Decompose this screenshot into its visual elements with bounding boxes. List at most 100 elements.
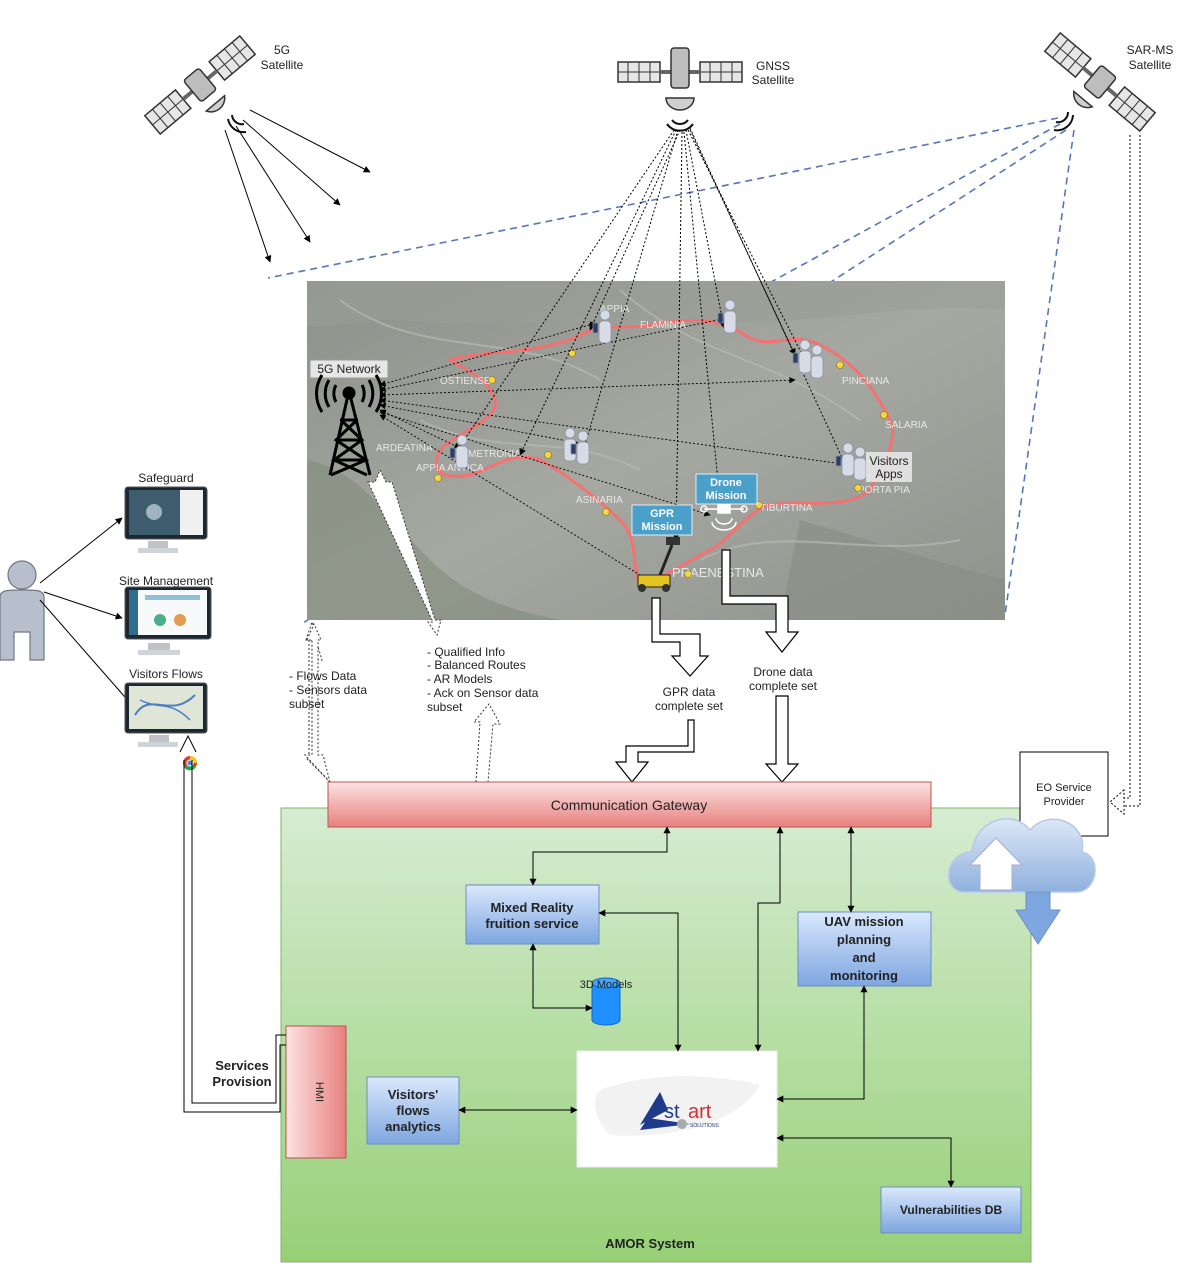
uav-line-2: planning (837, 932, 891, 947)
monitor-safeguard[interactable]: Safeguard (124, 471, 208, 553)
3d-models-label: 3D Models (580, 979, 633, 991)
place-appia-antica: APPIA ANTICA (416, 463, 484, 474)
mixed-reality-line-2: fruition service (485, 916, 578, 931)
place-tiburtina: TIBURTINA (760, 503, 813, 514)
drone-mission-box: Drone Mission (695, 473, 758, 505)
satellite-5g-icon (143, 34, 257, 136)
sar-eo-link (1109, 135, 1141, 816)
cloud-icon (948, 818, 1096, 945)
flow-up-left-line-3: subset (289, 697, 325, 711)
monitor-site-management-label: Site Management (119, 574, 214, 588)
services-provision-label: Services Provision (212, 1058, 271, 1089)
amor-system-title: AMOR System (605, 1236, 695, 1251)
satellite-sarms-icon (1043, 31, 1157, 133)
5g-network-label: 5G Network (317, 362, 381, 376)
logo-text-st: st (664, 1101, 680, 1123)
user-avatar-icon (0, 560, 45, 661)
gpr-data-arrow (614, 597, 710, 783)
visitor-figures-icon (449, 299, 867, 481)
gpr-robot-icon (637, 537, 680, 592)
eo-provider-line-2: Provider (1044, 796, 1085, 808)
uav-mission-planning[interactable]: UAV mission planning and monitoring (797, 911, 932, 987)
flow-down-left-line-5: subset (427, 700, 463, 714)
user-links (39, 517, 139, 713)
gpr-mission-box: GPR Mission (631, 504, 693, 536)
place-pinciana: PINCIANA (842, 376, 890, 387)
5g-links (379, 316, 851, 581)
mixed-reality-line-1: Mixed Reality (490, 900, 574, 915)
flow-down-left-line-4: - Ack on Sensor data (427, 686, 539, 700)
visitors-apps-label-1: Visitors (869, 454, 908, 468)
communication-gateway[interactable]: Communication Gateway (327, 781, 932, 828)
system-internal-links (458, 826, 955, 1188)
mixed-reality-service[interactable]: Mixed Reality fruition service (465, 884, 600, 945)
visitors-flows-analytics[interactable]: Visitors' flows analytics (366, 1076, 460, 1145)
monitor-site-management[interactable]: Site Management (119, 574, 214, 655)
5g-broadcast-arrows (224, 109, 371, 263)
flow-down-left-line-1: - Qualified Info (427, 645, 505, 659)
visitors-apps-label-2: Apps (875, 467, 902, 481)
flow-down-left-line-2: - Balanced Routes (427, 658, 526, 672)
satellite-sarms-label-1: SAR-MS (1127, 43, 1174, 57)
uav-line-1: UAV mission (824, 914, 903, 929)
vulnerabilities-label: Vulnerabilities DB (900, 1203, 1003, 1217)
flow-label-down-left: - Qualified Info - Balanced Routes - AR … (427, 645, 539, 714)
drone-data-line-2: complete set (749, 679, 818, 693)
gpr-mission-label-1: GPR (650, 508, 674, 520)
monitor-visitors-flows[interactable]: Visitors Flows (124, 667, 208, 747)
flow-up-left-line-2: - Sensors data (289, 683, 367, 697)
satellite-5g-label-1: 5G (274, 43, 290, 57)
drone-data-arrow (721, 549, 800, 783)
gpr-mission-label-2: Mission (642, 521, 683, 533)
uav-line-3: and (852, 950, 875, 965)
start-solutions-logo: st art SOLUTIONS (576, 1050, 778, 1168)
place-praenestina: PRAENESTINA (672, 565, 764, 580)
gpr-data-line-1: GPR data (663, 685, 716, 699)
drone-data-line-1: Drone data (753, 665, 813, 679)
hmi-block[interactable]: HMI (285, 1025, 347, 1159)
flow-down-left-line-3: - AR Models (427, 672, 492, 686)
place-salaria: SALARIA (885, 420, 928, 431)
browser-icon (183, 756, 197, 771)
vulnerabilities-db[interactable]: Vulnerabilities DB (880, 1186, 1022, 1234)
gpr-data-label: GPR data complete set (655, 685, 724, 713)
services-provision-line-1: Services (215, 1058, 269, 1073)
place-ardeatina: ARDEATINA (376, 443, 433, 454)
drone-icon (700, 504, 748, 531)
visitors-apps-label-box: Visitors Apps (866, 452, 912, 482)
uav-line-4: monitoring (830, 968, 898, 983)
flow-arrow-up-mid (367, 468, 501, 783)
5g-network-label-box: 5G Network (309, 359, 389, 379)
flow-label-up-left: - Flows Data - Sensors data subset (289, 669, 367, 711)
drone-data-label: Drone data complete set (749, 665, 818, 693)
place-asinaria: ASINARIA (576, 495, 623, 506)
services-provision-line-2: Provision (212, 1074, 271, 1089)
logo-text-art: art (688, 1101, 712, 1123)
flow-up-left-line-1: - Flows Data (289, 669, 357, 683)
sarms-signal-icon (1053, 111, 1074, 132)
satellite-sarms-label-2: Satellite (1129, 58, 1172, 72)
satellite-gnss-icon (617, 47, 743, 111)
place-appia: APPIA (600, 304, 630, 315)
monitor-visitors-flows-label: Visitors Flows (129, 667, 203, 681)
drone-mission-label-2: Mission (706, 490, 747, 502)
place-metronia: METRONIA (468, 449, 521, 460)
hmi-browser-link (179, 734, 286, 1113)
visitors-analytics-line-3: analytics (385, 1119, 441, 1134)
satellite-gnss-label-1: GNSS (756, 59, 790, 73)
place-porta-pia: PORTA PIA (858, 485, 910, 496)
visitors-analytics-line-1: Visitors' (388, 1087, 439, 1102)
drone-mission-label-1: Drone (710, 477, 742, 489)
gnss-signal-icon (666, 119, 694, 132)
signal-waves-icon (227, 114, 247, 134)
flow-arrow-up-left (303, 620, 331, 783)
place-ostiense: OSTIENSE (440, 376, 491, 387)
hmi-label: HMI (313, 1082, 325, 1102)
eo-provider-line-1: EO Service (1036, 782, 1092, 794)
logo-text-solutions: SOLUTIONS (690, 1123, 720, 1129)
satellite-gnss-label-2: Satellite (752, 73, 795, 87)
visitors-analytics-line-2: flows (396, 1103, 429, 1118)
communication-gateway-label: Communication Gateway (551, 797, 707, 813)
